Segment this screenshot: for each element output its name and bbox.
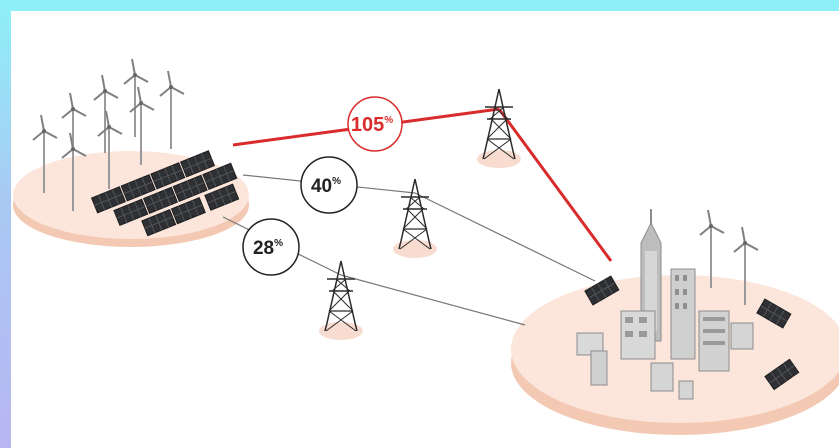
energy-grid-diagram: 105% 40% 28% (13, 58, 839, 435)
svg-text:40%: 40% (311, 176, 341, 197)
percentage-badge-40: 40% (300, 156, 358, 214)
percentage-badge-105: 105% (347, 96, 403, 152)
badge-unit: % (332, 176, 341, 187)
badge-value: 105 (351, 114, 384, 136)
highlight-line-to-city (497, 108, 613, 262)
line-tower-bottom-to-city (340, 274, 526, 326)
line-tower-middle-to-city (414, 192, 596, 282)
tower-base-top (477, 150, 521, 168)
city (576, 209, 800, 400)
svg-text:105%: 105% (351, 114, 393, 136)
city-building-icon (576, 322, 754, 400)
wind-turbine-icon (123, 58, 149, 138)
badge-unit: % (274, 238, 283, 249)
wind-turbine-icon (159, 70, 185, 150)
city-building-icon (670, 268, 696, 360)
grid-lines (222, 107, 613, 326)
transmission-tower-icon (398, 178, 432, 250)
tower-base-middle (393, 240, 437, 258)
transmission-tower-icon (324, 260, 358, 332)
badge-value: 28 (253, 238, 274, 259)
city-building-icon (620, 310, 656, 360)
diagram-panel: 105% 40% 28% (11, 11, 839, 448)
tower-base-bottom (319, 322, 363, 340)
svg-text:28%: 28% (253, 238, 283, 259)
percentage-badge-28: 28% (242, 218, 300, 276)
city-building-icon (698, 310, 730, 372)
badge-unit: % (384, 115, 393, 126)
badge-value: 40 (311, 176, 332, 197)
